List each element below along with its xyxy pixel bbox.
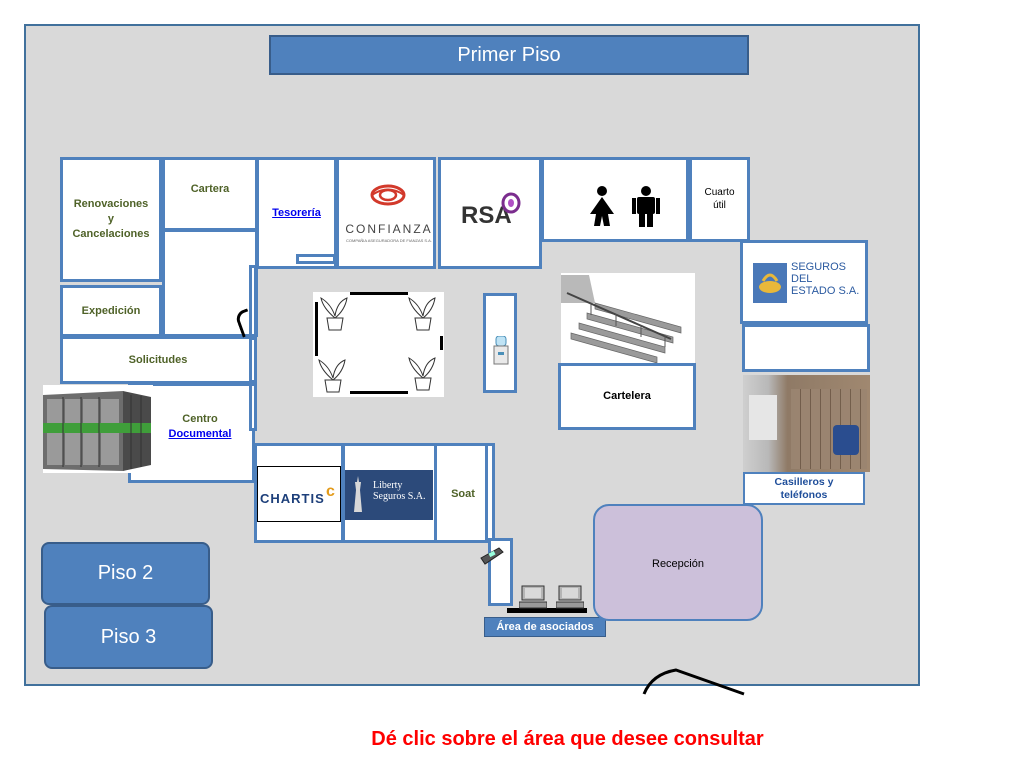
staircase-icon[interactable] [561,273,695,364]
room-solicitudes-label: Solicitudes [128,353,188,366]
piso-2-button[interactable]: Piso 2 [41,542,210,605]
piso-3-button[interactable]: Piso 3 [44,605,213,669]
room-casilleros[interactable]: Casilleros y teléfonos [743,472,865,505]
restroom-icon [590,186,660,227]
filing-cabinet-icon[interactable] [43,385,153,473]
recepcion-label: Recepción [652,558,704,570]
tesoreria-counter [296,254,336,264]
confianza-logo-text: CONFIANZA [345,222,433,236]
room-centro-documental-label: Centro Documental [145,410,255,444]
plant-icon [320,296,348,331]
seguros-estado-logo-text: SEGUROS DEL ESTADO S.A. [791,261,860,297]
room-cuarto-util[interactable]: Cuarto útil [689,157,750,242]
liberty-logo: Liberty Seguros S.A. [345,470,433,520]
asociados-counter[interactable] [488,538,513,606]
statue-of-liberty-icon [354,476,362,512]
room-cartera[interactable]: Cartera [162,157,258,231]
room-renovaciones[interactable]: Renovaciones y Cancelaciones [60,157,162,282]
plant-icon [408,356,436,391]
wall-segment [249,383,257,431]
room-renovaciones-label: Renovaciones y Cancelaciones [72,198,150,240]
lounge-area[interactable] [313,292,444,397]
liberty-logo-text: Liberty Seguros S.A. [373,480,426,502]
page-title-text: Primer Piso [457,43,561,66]
water-cooler-area[interactable] [483,293,517,393]
room-cartera-label: Cartera [190,183,230,195]
water-cooler-icon [493,336,509,365]
entrance-door [642,668,745,696]
rsa-logo-icon [501,192,521,214]
room-confianza[interactable]: CONFIANZA COMPAÑIA ASEGURADORA DE FIANZA… [336,157,436,269]
chartis-logo-text: CHARTIS [260,491,325,506]
room-seguros-anexo[interactable] [742,324,870,372]
chartis-logo: CHARTIS c [257,466,341,522]
mailbox-room-photo[interactable] [743,375,870,472]
room-expedicion[interactable]: Expedición [60,285,162,337]
computer-icon [519,585,547,609]
cartelera-label: Cartelera [603,390,651,402]
room-cartera-back[interactable] [162,229,258,337]
instruction-text: Dé clic sobre el área que desee consulta… [371,728,764,750]
plant-icon [408,296,436,331]
room-solicitudes[interactable]: Solicitudes [60,336,256,384]
room-expedicion-label: Expedición [81,304,141,317]
room-soat[interactable]: Soat [434,443,492,543]
piso-3-button-label: Piso 3 [100,625,157,648]
chartis-logo-icon: c [326,483,335,500]
casilleros-label: Casilleros y teléfonos [774,475,834,501]
area-asociados-label[interactable]: Área de asociados [484,617,606,637]
confianza-logo-sub: COMPAÑIA ASEGURADORA DE FIANZAS S.A. [346,238,432,243]
computer-icon [556,585,584,609]
room-recepcion[interactable]: Recepción [593,504,763,621]
centro-label-line1: Centro [182,413,218,425]
cuarto-util-label: Cuarto útil [704,187,735,211]
page-title: Primer Piso [269,35,749,75]
room-rsa[interactable]: RSA [438,157,542,269]
seguros-estado-logo-icon [753,263,787,303]
wall-segment [485,443,495,543]
asociados-desk [507,608,587,613]
tesoreria-link[interactable]: Tesorería [272,206,321,219]
wall-segment [249,265,257,337]
confianza-logo-icon [370,184,406,206]
soat-label: Soat [451,487,475,500]
plant-icon [318,358,346,393]
room-chartis[interactable]: CHARTIS c [254,443,344,543]
room-banos[interactable] [541,157,689,242]
room-liberty[interactable]: Liberty Seguros S.A. [342,443,437,543]
wall-segment [249,337,257,383]
centro-documental-link[interactable]: Documental [168,428,232,440]
piso-2-button-label: Piso 2 [97,562,154,584]
room-seguros-del-estado[interactable]: SEGUROS DEL ESTADO S.A. [740,240,868,324]
room-tesoreria[interactable]: Tesorería [256,157,337,269]
room-cartelera[interactable]: Cartelera [558,363,696,430]
card-terminal-icon [480,547,504,565]
